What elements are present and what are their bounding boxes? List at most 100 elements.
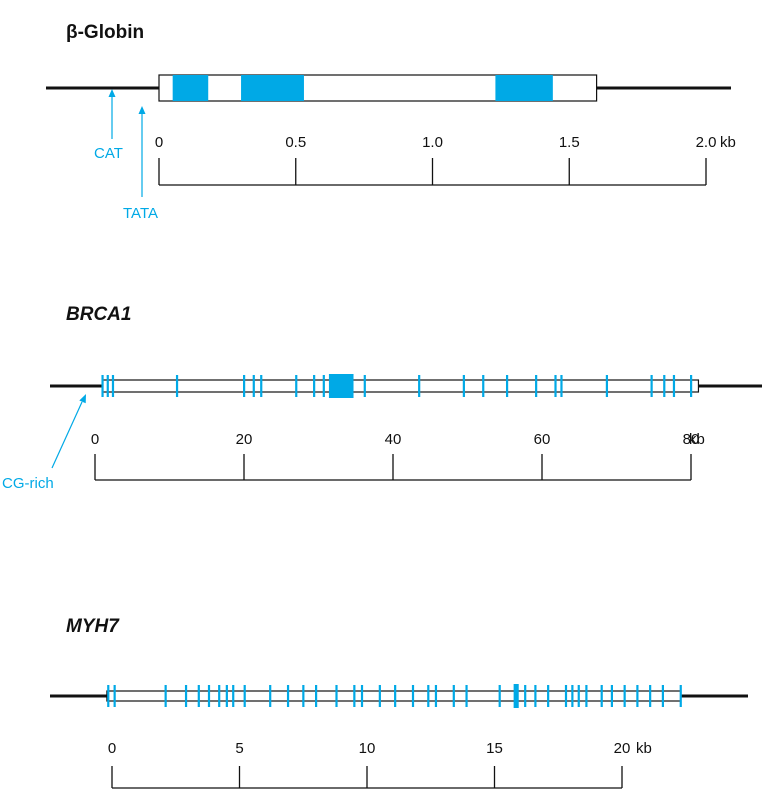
exon-mark — [313, 375, 316, 397]
exon-mark — [610, 685, 613, 707]
exon-mark — [113, 685, 116, 707]
exon-mark — [111, 375, 115, 397]
scale-tick-label: 1.0 — [422, 134, 443, 151]
cat-label: CAT — [94, 145, 123, 162]
scale-tick-label: 40 — [385, 431, 402, 448]
exon-mark — [322, 375, 325, 397]
scale-tick-label: 20 — [236, 431, 253, 448]
scale-bar: 0 5 10 15 20 — [108, 740, 631, 789]
scale-tick-label: 0 — [155, 134, 163, 151]
exon-mark — [252, 375, 255, 397]
exon-mark — [650, 375, 653, 397]
exon-mark — [535, 375, 538, 397]
transcript-box — [101, 379, 700, 393]
gene-panel-myh7: MYH7 0 5 10 15 20 kb — [50, 616, 748, 789]
scale-bar: 0 20 40 60 80 — [91, 431, 700, 481]
exon-mark — [243, 685, 246, 707]
exon-mark — [175, 375, 179, 397]
exon-mark — [295, 375, 298, 397]
gene-body — [50, 374, 762, 398]
exon-mark — [649, 685, 652, 707]
exon-mark — [465, 685, 468, 707]
exon-mark — [302, 685, 305, 707]
scale-unit-label: kb — [720, 134, 736, 151]
exon-mark — [482, 375, 485, 397]
gene-body — [50, 684, 748, 708]
cg-rich-annotation: CG-rich — [2, 394, 86, 492]
exon-mark — [106, 375, 109, 397]
cat-box-annotation: CAT — [94, 89, 123, 162]
scale-tick-label: 60 — [534, 431, 551, 448]
scale-unit-label: kb — [689, 431, 705, 448]
exon-mark — [360, 685, 364, 707]
exon-mark — [505, 375, 509, 397]
exon-mark — [107, 685, 110, 707]
exon — [172, 75, 209, 101]
exon-mark — [554, 375, 557, 397]
gene-title: β-Globin — [66, 22, 144, 43]
exon-mark — [434, 685, 438, 707]
exon-mark — [335, 685, 338, 707]
exon-mark — [232, 685, 235, 707]
gene-body — [46, 74, 731, 102]
transcript-box — [106, 690, 682, 702]
exon-mark — [427, 685, 430, 707]
exon-mark — [679, 685, 682, 707]
exon-mark — [672, 375, 676, 397]
exon-mark — [101, 375, 104, 397]
exon — [495, 75, 553, 101]
exon-mark — [378, 685, 381, 707]
exon-mark — [661, 685, 664, 707]
exon-mark — [498, 685, 501, 707]
exon-mark — [524, 685, 527, 707]
exon-mark — [663, 375, 666, 397]
exon-mark — [560, 375, 563, 397]
scale-unit-label: kb — [636, 740, 652, 757]
exon-mark — [286, 685, 290, 707]
exon-mark — [571, 685, 574, 707]
exon-mark — [534, 685, 537, 707]
exon-mark — [564, 685, 568, 707]
scale-tick-label: 5 — [235, 740, 243, 757]
scale-tick-label: 15 — [486, 740, 503, 757]
exon-mark — [547, 685, 550, 707]
exon-mark — [225, 685, 228, 707]
gene-panel-brca1: BRCA1 0 20 40 60 80 kb CG-rich — [2, 304, 762, 492]
scale-tick-label: 2.0 — [696, 134, 717, 151]
exon-mark — [605, 375, 609, 397]
exon-mark — [411, 685, 415, 707]
exon-mark — [243, 375, 246, 397]
exon-mark — [452, 685, 455, 707]
exon-mark — [462, 375, 465, 397]
exon-mark — [690, 375, 693, 397]
exon-mark — [184, 685, 188, 707]
exon-mark — [600, 685, 603, 707]
exon — [513, 684, 519, 708]
scale-tick-label: 0 — [108, 740, 116, 757]
gene-title: MYH7 — [66, 616, 120, 637]
scale-tick-label: 10 — [359, 740, 376, 757]
scale-tick-label: 20 — [614, 740, 631, 757]
exon-mark — [353, 685, 356, 707]
exon-mark — [394, 685, 397, 707]
exon-mark — [577, 685, 580, 707]
exon-mark — [363, 375, 366, 397]
scale-tick-label: 80 — [683, 431, 700, 448]
exon-mark — [218, 685, 221, 707]
exon — [328, 374, 354, 398]
exon-mark — [164, 685, 167, 707]
exon-mark — [315, 685, 318, 707]
exon-mark — [636, 685, 639, 707]
exon-mark — [260, 375, 263, 397]
exon-mark — [269, 685, 272, 707]
scale-tick-label: 0 — [91, 431, 99, 448]
tata-label: TATA — [123, 205, 158, 222]
gene-title: BRCA1 — [66, 304, 131, 325]
scale-tick-label: 1.5 — [559, 134, 580, 151]
exon-mark — [197, 685, 200, 707]
tata-box-annotation: TATA — [123, 106, 158, 222]
exon-mark — [623, 685, 626, 707]
